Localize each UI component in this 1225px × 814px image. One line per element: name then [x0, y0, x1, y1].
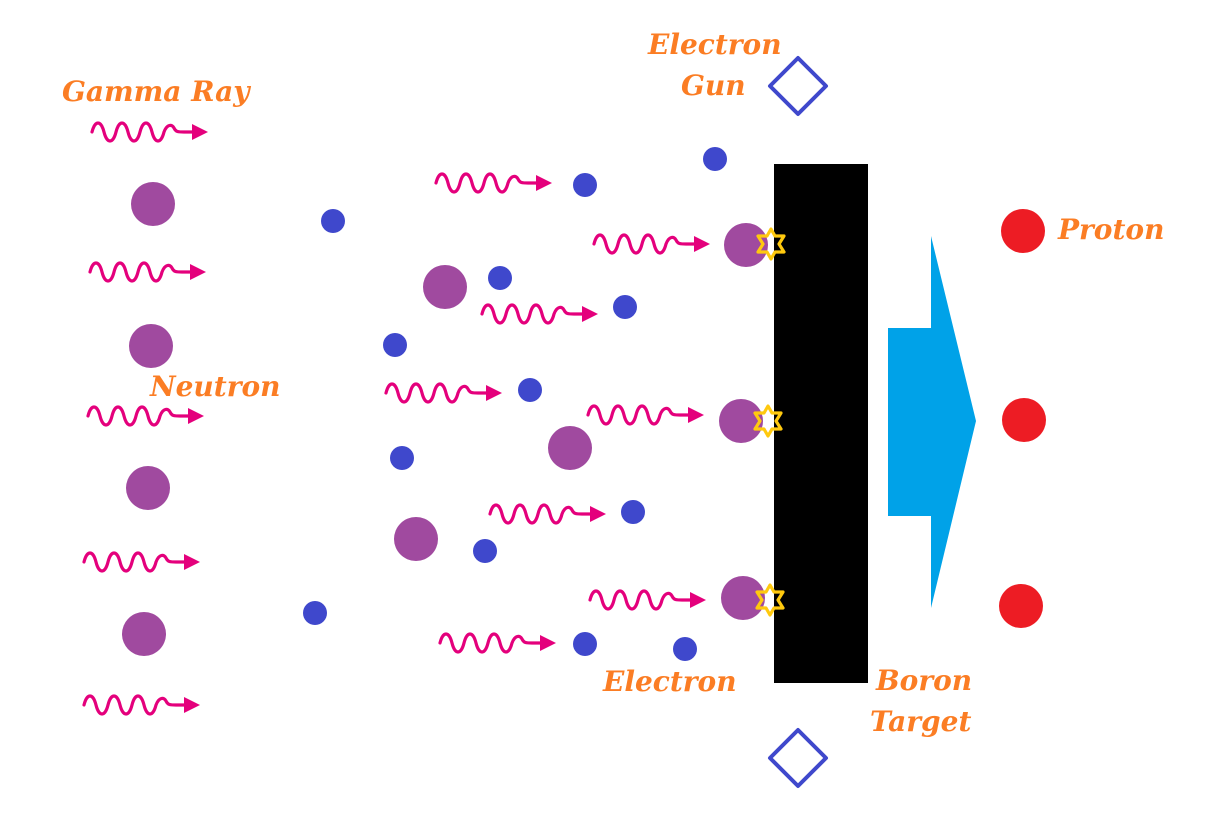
label-neutron: Neutron [149, 370, 280, 403]
electron [673, 637, 697, 661]
electron [621, 500, 645, 524]
boron-target [774, 164, 868, 683]
neutron [126, 466, 170, 510]
reaction-star-icon [755, 583, 785, 617]
electron [573, 173, 597, 197]
label-boron-line2: Target [870, 705, 971, 738]
gamma-ray-icon [90, 121, 208, 143]
gamma-ray-icon [384, 382, 502, 404]
incoming-neutrons [122, 182, 175, 656]
neutron [721, 576, 765, 620]
proton-group [999, 209, 1046, 628]
label-electron-gun-line2: Gun [681, 69, 746, 102]
gamma-ray-icon [592, 233, 710, 255]
electron [390, 446, 414, 470]
gamma-ray-icon [488, 503, 606, 525]
boundary-membrane-left [245, 190, 346, 650]
reaction-stars [753, 227, 786, 617]
label-electron: Electron [602, 665, 737, 698]
electron [613, 295, 637, 319]
label-boron-line1: Boron [875, 664, 972, 697]
neutron [719, 399, 763, 443]
electron [303, 601, 327, 625]
electron [703, 147, 727, 171]
gamma-ray-icon [588, 589, 706, 611]
gamma-ray-icon [82, 694, 200, 716]
label-electron-gun-line1: Electron [647, 28, 782, 61]
neutron [129, 324, 173, 368]
inner-neutrons [394, 265, 592, 561]
gamma-ray-icon [88, 261, 206, 283]
neutron [131, 182, 175, 226]
gamma-ray-icon [480, 303, 598, 325]
boundary-membrane-inner [344, 150, 500, 690]
gamma-ray-icon [586, 404, 704, 426]
gamma-ray-icon [86, 405, 204, 427]
proton [1002, 398, 1046, 442]
proton [1001, 209, 1045, 253]
proton [999, 584, 1043, 628]
neutron [122, 612, 166, 656]
labels: Gamma Ray Neutron Electron Gun Electron … [62, 28, 1164, 738]
neutron [724, 223, 768, 267]
electron [518, 378, 542, 402]
neutron [423, 265, 467, 309]
neutron [394, 517, 438, 561]
reaction-star-icon [753, 404, 783, 438]
electron [383, 333, 407, 357]
target-neutrons [719, 223, 768, 620]
label-proton: Proton [1057, 213, 1164, 246]
electron [488, 266, 512, 290]
gamma-rays [82, 121, 710, 716]
electron-gun-bottom-icon [768, 728, 828, 788]
electron-gun-top-icon [768, 56, 828, 116]
neutron [548, 426, 592, 470]
label-gamma-ray: Gamma Ray [62, 75, 251, 108]
gamma-ray-icon [434, 172, 552, 194]
gamma-ray-icon [82, 551, 200, 573]
gamma-ray-icon [438, 632, 556, 654]
electron [473, 539, 497, 563]
electron [321, 209, 345, 233]
reaction-star-icon [756, 227, 786, 261]
output-arrow-icon [888, 236, 976, 608]
electron [573, 632, 597, 656]
electrons [303, 147, 727, 661]
